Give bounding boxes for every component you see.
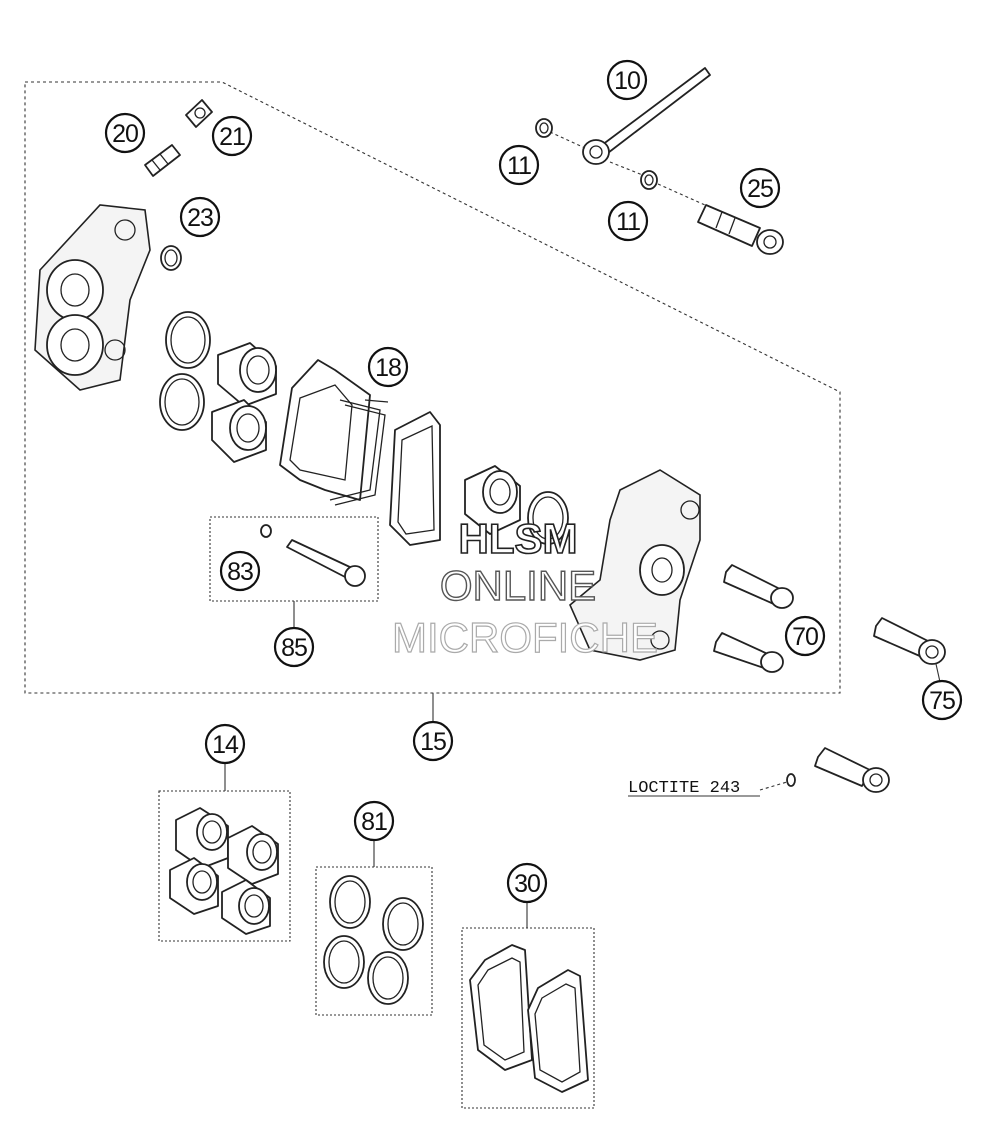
svg-text:20: 20 xyxy=(112,120,138,148)
svg-text:83: 83 xyxy=(227,558,253,586)
callout-10: 10 xyxy=(606,59,648,101)
seal-ring-set-part xyxy=(159,311,211,431)
bleeder-screw-part xyxy=(144,144,181,177)
piston-kit-parts xyxy=(169,807,279,935)
caliper-housing-right-part xyxy=(569,469,701,661)
callout-18: 18 xyxy=(367,346,409,388)
svg-text:15: 15 xyxy=(420,728,446,756)
svg-text:75: 75 xyxy=(929,687,955,715)
piston-set-part xyxy=(211,342,277,463)
callout-11-upper: 11 xyxy=(498,144,540,186)
callout-14: 14 xyxy=(204,723,246,765)
assembly-boundary xyxy=(24,81,841,694)
svg-text:85: 85 xyxy=(281,634,307,662)
pad-kit-box xyxy=(461,927,595,1109)
callout-70: 70 xyxy=(784,615,826,657)
callout-21: 21 xyxy=(211,115,253,157)
callout-30: 30 xyxy=(506,862,548,904)
pad-kit-parts xyxy=(469,944,589,1093)
callout-85: 85 xyxy=(273,626,315,668)
svg-text:25: 25 xyxy=(747,175,773,203)
pad-spring-part xyxy=(329,399,389,506)
washer-part-upper xyxy=(535,118,553,138)
piston-right-part xyxy=(464,465,521,535)
callout-25: 25 xyxy=(739,167,781,209)
svg-text:14: 14 xyxy=(212,731,239,759)
brake-pad-part xyxy=(279,359,371,501)
callout-81: 81 xyxy=(353,800,395,842)
pin-clip-part xyxy=(260,524,272,538)
mount-bolt-part xyxy=(873,617,946,683)
bleeder-cap-part xyxy=(185,99,213,128)
watermark-line-3: MICROFICHE xyxy=(392,614,658,661)
loctite-bolt-part xyxy=(759,747,890,793)
caliper-bolt-upper-part xyxy=(723,564,794,609)
slide-pin-part xyxy=(286,539,366,587)
svg-text:11: 11 xyxy=(616,208,640,236)
seal-ring-right-part xyxy=(527,491,569,545)
svg-text:18: 18 xyxy=(375,354,401,382)
svg-text:10: 10 xyxy=(614,67,640,95)
svg-text:81: 81 xyxy=(361,808,387,836)
loctite-note: LOCTITE 243 xyxy=(628,779,740,798)
svg-text:30: 30 xyxy=(514,870,540,898)
callout-83: 83 xyxy=(219,550,261,592)
callout-11-lower: 11 xyxy=(607,200,649,242)
watermark-line-1: HLSM xyxy=(459,515,578,562)
caliper-housing-left-part xyxy=(34,204,151,391)
banjo-bolt-part xyxy=(657,183,784,255)
callout-20: 20 xyxy=(104,112,146,154)
brake-line-part xyxy=(549,67,711,179)
brake-pad-part-inner xyxy=(389,411,441,546)
svg-text:11: 11 xyxy=(507,152,531,180)
washer-part-lower xyxy=(640,170,658,190)
callout-15: 15 xyxy=(412,720,454,762)
callout-75: 75 xyxy=(921,679,963,721)
svg-text:23: 23 xyxy=(187,204,213,232)
o-ring-part xyxy=(160,245,182,271)
watermark-line-2: ONLINE xyxy=(440,562,596,609)
seal-kit-parts xyxy=(323,875,424,1005)
svg-text:70: 70 xyxy=(792,623,818,651)
callout-23: 23 xyxy=(179,196,221,238)
caliper-bolt-lower-part xyxy=(713,632,784,673)
svg-text:21: 21 xyxy=(219,123,245,151)
